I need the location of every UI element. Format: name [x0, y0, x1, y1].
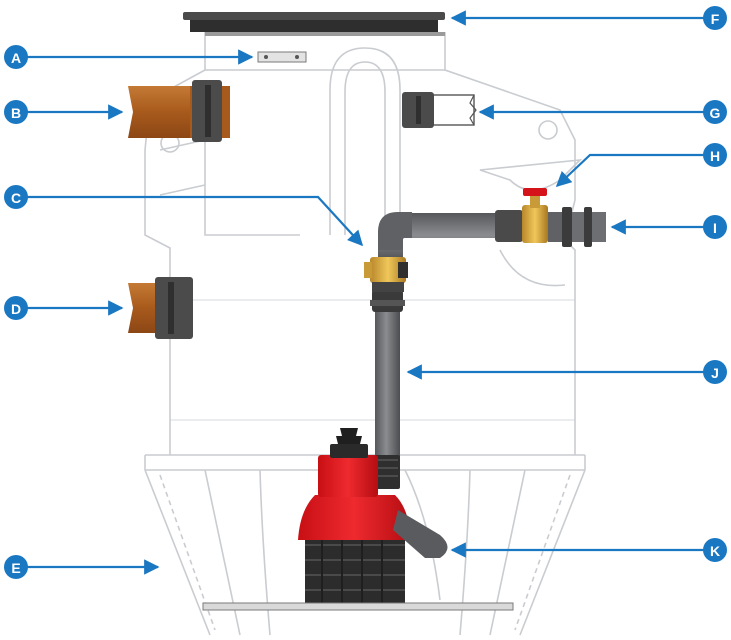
- callout-badge-a: [4, 45, 28, 69]
- callout-letter-b: B: [11, 105, 21, 121]
- callout-letter-k: K: [710, 543, 720, 559]
- callout-letter-f: F: [711, 11, 720, 27]
- callout-badge-f: [703, 6, 727, 30]
- callout-k: K: [703, 538, 727, 562]
- sump-pump: [298, 428, 448, 610]
- check-valve: [364, 257, 408, 292]
- callout-badge-c: [4, 185, 28, 209]
- callout-badge-b: [4, 100, 28, 124]
- base-plate: [202, 602, 514, 611]
- callout-letter-h: H: [710, 148, 720, 164]
- callout-g: G: [703, 100, 727, 124]
- callout-j: J: [703, 360, 727, 384]
- callout-e: E: [4, 555, 28, 579]
- callout-i: I: [703, 215, 727, 239]
- vent-connection: [402, 92, 477, 128]
- discharge-connector: [548, 207, 606, 247]
- callout-h: H: [703, 143, 727, 167]
- callout-a: A: [4, 45, 28, 69]
- callout-letter-e: E: [11, 560, 20, 576]
- callout-letter-c: C: [11, 190, 21, 206]
- callout-f: F: [703, 6, 727, 30]
- callout-b: B: [4, 100, 28, 124]
- callout-badge-j: [703, 360, 727, 384]
- callout-badge-g: [703, 100, 727, 124]
- callout-letter-d: D: [11, 301, 21, 317]
- inlet-pipe-upper: [128, 80, 230, 142]
- callout-badge-d: [4, 296, 28, 320]
- basin-outline: [144, 32, 586, 636]
- callout-letter-a: A: [11, 50, 21, 66]
- mounting-bracket: [257, 51, 307, 63]
- callout-d: D: [4, 296, 28, 320]
- callout-line-h: [555, 153, 706, 188]
- discharge-pipe: [370, 212, 500, 489]
- callout-badge-k: [703, 538, 727, 562]
- callout-letter-g: G: [710, 105, 721, 121]
- callout-badge-e: [4, 555, 28, 579]
- callout-badge-h: [703, 143, 727, 167]
- basin-lid: [183, 12, 445, 36]
- gate-valve: [495, 188, 548, 243]
- callout-badge-i: [703, 215, 727, 239]
- callout-c: C: [4, 185, 28, 209]
- callout-letter-i: I: [713, 220, 717, 236]
- callout-letter-j: J: [711, 365, 719, 381]
- inlet-pipe-lower: [128, 277, 193, 339]
- callout-lines: [24, 10, 706, 575]
- callout-line-c: [24, 195, 364, 247]
